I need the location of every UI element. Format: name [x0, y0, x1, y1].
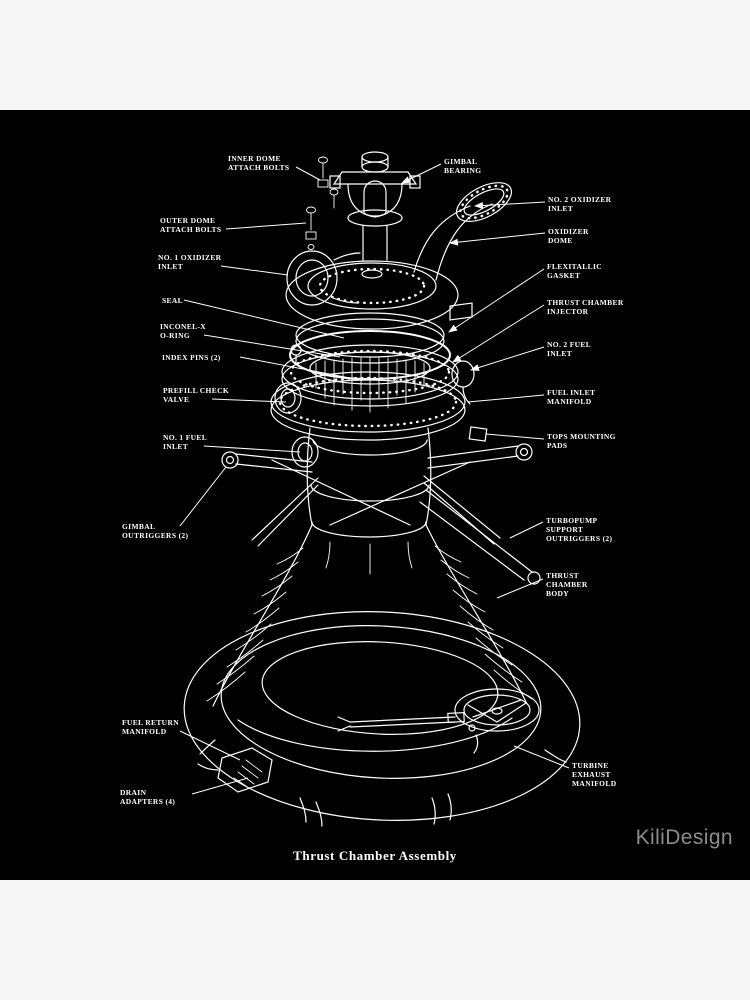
- leader-line-no2-fuel-inlet: [470, 346, 545, 371]
- leader-line-flexitallic-gasket: [448, 268, 545, 333]
- leader-line-inconel-x-o-ring: [203, 334, 341, 358]
- leader-line-fuel-return-manifold: [179, 730, 241, 761]
- nozzle-art: [212, 524, 528, 752]
- leader-line-turbopump-support-outriggers: [509, 521, 544, 539]
- leader-line-no2-oxidizer-inlet: [474, 201, 546, 210]
- attach-bolts-art: [305, 156, 339, 250]
- leader-line-tops-mounting-pads: [485, 433, 545, 440]
- leader-line-index-pins: [239, 356, 351, 379]
- leader-line-fuel-inlet-manifold: [467, 394, 545, 403]
- fuel-return-art: [197, 747, 273, 793]
- part-label-index-pins: INDEX PINS (2): [162, 353, 221, 362]
- leader-line-no1-fuel-inlet: [203, 445, 301, 453]
- leader-line-turbine-exhaust-manifold: [513, 745, 570, 769]
- leader-line-thrust-chamber-injector: [452, 304, 545, 363]
- fuel-manifold-art: [270, 360, 475, 468]
- leader-lines: [179, 163, 570, 795]
- leader-line-no1-oxidizer-inlet: [220, 265, 289, 276]
- oxidizer-dome-art: [285, 250, 473, 330]
- engine-illustration: [179, 151, 581, 827]
- diagram-caption: Thrust Chamber Assembly: [293, 848, 457, 863]
- leader-line-gimbal-bearing: [401, 163, 442, 184]
- leader-line-inner-dome-attach-bolts: [295, 166, 321, 181]
- leader-line-outer-dome-attach-bolts: [225, 222, 307, 230]
- leader-line-seal: [183, 299, 345, 339]
- chamber-outriggers-art: [221, 426, 541, 585]
- brand-watermark: KiliDesign: [635, 826, 733, 849]
- leader-line-thrust-chamber-body: [496, 578, 544, 599]
- leader-line-oxidizer-dome: [449, 232, 546, 246]
- leader-line-prefill-check-valve: [211, 398, 287, 403]
- part-label-seal: SEAL: [162, 296, 183, 305]
- leader-line-drain-adapters: [191, 777, 249, 795]
- injector-baffles-art: [315, 356, 425, 413]
- leader-line-gimbal-outriggers: [179, 466, 227, 527]
- exhaust-torus-art: [183, 611, 581, 827]
- gimbal-bearing-art: [329, 151, 421, 261]
- nozzle-hatch-art: [206, 541, 533, 702]
